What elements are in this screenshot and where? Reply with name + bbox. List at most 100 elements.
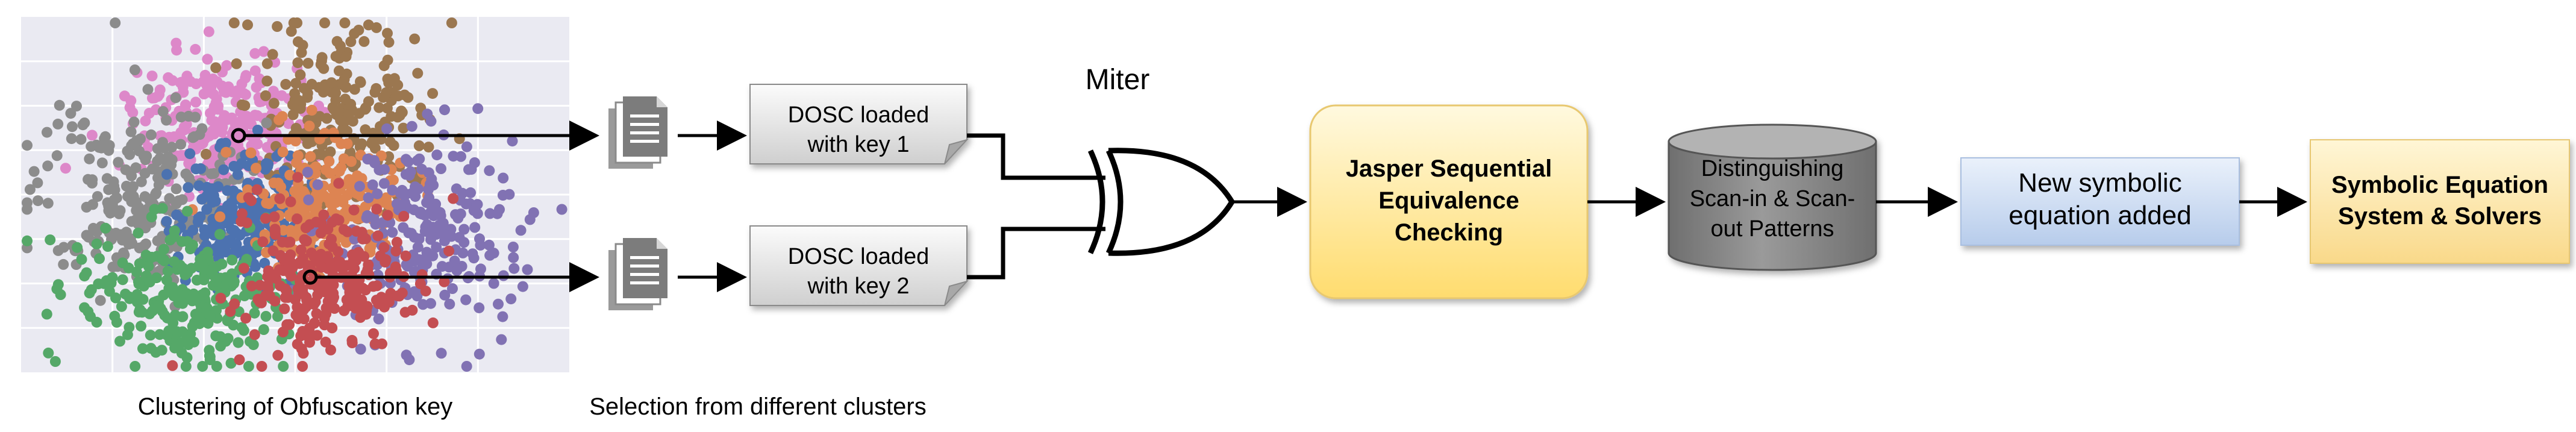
dosc-key2-line1: DOSC loaded [788, 244, 929, 269]
scatter-point [158, 289, 169, 301]
scatter-point [324, 239, 335, 249]
scatter-point [238, 263, 249, 274]
scatter-point [339, 125, 351, 136]
scatter-point [215, 340, 227, 352]
scatter-point [167, 360, 178, 371]
wire-dosc1-to-miter [967, 133, 1105, 180]
scatter-point [306, 104, 317, 116]
scatter-point [354, 108, 365, 119]
scatter-point [423, 142, 434, 153]
scatter-point [351, 225, 362, 237]
scatter-point [184, 148, 196, 160]
scatter-point [484, 249, 496, 261]
scatter-point [292, 339, 303, 350]
scatter-point [261, 58, 273, 69]
scatter-point [149, 204, 160, 215]
scatter-point [208, 128, 220, 140]
scatter-point [387, 227, 398, 238]
scatter-point [182, 205, 193, 217]
scatter-point [308, 299, 319, 310]
scatter-point [211, 361, 222, 372]
scatter-point [111, 192, 122, 204]
scatter-point [178, 87, 189, 98]
scatter-point [197, 361, 208, 372]
scatter-point [427, 250, 439, 261]
scatter-point [199, 224, 210, 236]
scatter-point [458, 224, 470, 235]
scatter-point [451, 265, 463, 276]
scatter-point [133, 278, 145, 290]
scatter-point [326, 77, 337, 89]
scatter-point [423, 184, 434, 195]
scatter-point [202, 54, 213, 65]
scatter-point [457, 247, 469, 258]
scatter-point [228, 17, 240, 28]
scatter-point [269, 226, 281, 237]
scatter-point [128, 116, 140, 128]
scatter-point [199, 264, 210, 275]
scatter-point [448, 193, 459, 204]
solver-line1: Symbolic Equation [2331, 172, 2548, 198]
scatter-point [398, 187, 410, 199]
scatter-point [329, 302, 340, 314]
scatter-point [327, 294, 339, 305]
scatter-point [202, 318, 214, 329]
scatter-point [81, 230, 92, 241]
wire-dosc2-to-miter [967, 227, 1105, 280]
scatter-point [398, 211, 410, 222]
scatter-point [189, 131, 200, 142]
scatter-point [458, 237, 470, 248]
scatter-point [136, 321, 146, 332]
scatter-point [122, 329, 133, 340]
scatter-point [256, 361, 267, 372]
scatter-point [466, 164, 477, 175]
scatter-point [377, 218, 388, 229]
scatter-point [260, 90, 271, 101]
scatter-point [443, 245, 455, 257]
scatter-point [187, 321, 198, 332]
scatter-point [524, 214, 536, 225]
scatter-point [328, 104, 340, 115]
scatter-point [114, 336, 125, 347]
new-equation-box [1960, 157, 2240, 246]
scatter-point [455, 208, 466, 219]
scatter-point [217, 122, 228, 133]
scatter-point [175, 111, 187, 123]
scatter-point [208, 168, 220, 179]
scatter-point [249, 48, 261, 59]
scatter-point [424, 192, 435, 204]
scatter-point [146, 163, 158, 175]
scatter-point [286, 257, 297, 269]
scatter-point [297, 284, 308, 295]
scatter-point [515, 225, 527, 236]
scatter-point [474, 348, 485, 360]
scatter-point [382, 28, 393, 39]
scatter-point [278, 361, 289, 372]
scatter-point [261, 117, 272, 128]
scatter-point [302, 87, 313, 99]
scatter-point [360, 124, 371, 136]
scatter-point [190, 96, 201, 108]
scatter-point [129, 64, 140, 75]
scatter-point [75, 134, 87, 145]
scatter-point [251, 163, 261, 174]
scatter-point [158, 254, 169, 265]
scatter-point [241, 254, 252, 265]
scatter-point [190, 163, 202, 175]
scatter-point [227, 254, 238, 266]
scatter-point [488, 278, 499, 289]
scatter-point [161, 274, 172, 286]
scatter-point [355, 311, 366, 323]
scatter-point [177, 262, 189, 274]
scatter-point [427, 88, 439, 99]
scatter-point [198, 274, 210, 286]
scatter-point [167, 75, 178, 86]
scatter-point [187, 225, 199, 236]
scatter-point [60, 163, 71, 174]
scatter-point [286, 26, 297, 37]
scatter-point [355, 76, 366, 87]
scatter-point [117, 274, 128, 286]
scatter-point [218, 164, 230, 175]
scatter-point [180, 168, 192, 180]
scatter-point [413, 140, 425, 151]
